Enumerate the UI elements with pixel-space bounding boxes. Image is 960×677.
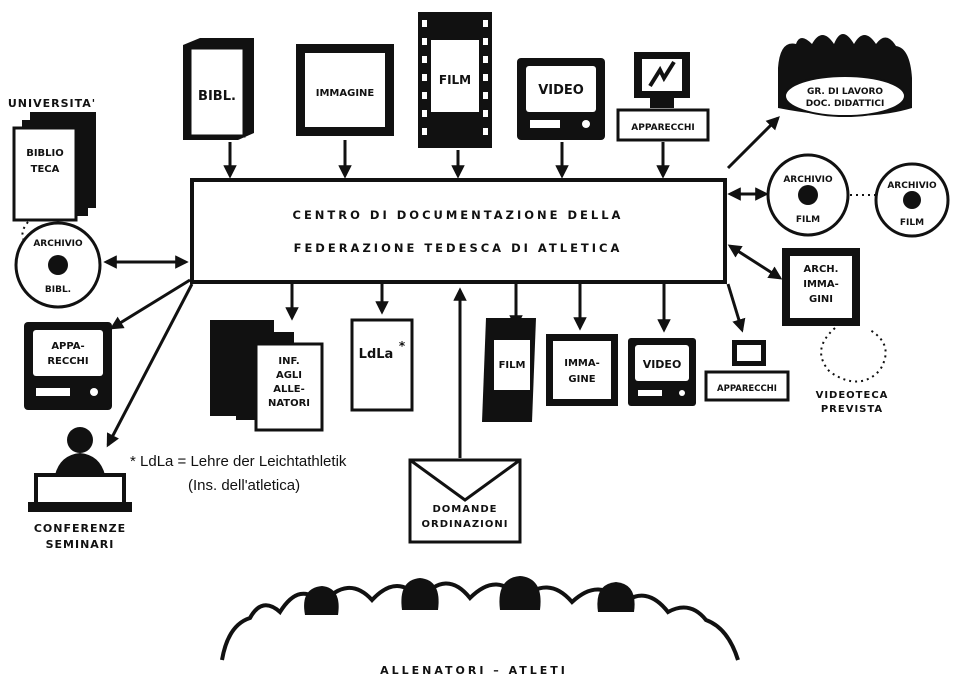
- ldla-label: LdLa: [359, 347, 394, 362]
- videoteca-label-2: PREVISTA: [821, 404, 883, 415]
- inf-label-1: INF.: [278, 356, 299, 367]
- output-apparecchi-label: APPARECCHI: [717, 384, 777, 394]
- videoteca-dotted-circle: [820, 327, 887, 383]
- ldla-star: *: [399, 339, 406, 353]
- gruppo-lavoro-label-1: GR. DI LAVORO: [807, 87, 883, 97]
- arch-immagini-label-2: IMMA-: [803, 279, 839, 290]
- video-label: VIDEO: [538, 83, 584, 98]
- apparecchi-label: APPARECCHI: [631, 123, 694, 133]
- gruppo-lavoro-crowd: GR. DI LAVORO DOC. DIDATTICI: [778, 34, 912, 117]
- arch-immagini-label-3: GINI: [809, 294, 833, 305]
- output-immagine-label-1: IMMA-: [564, 358, 600, 369]
- inf-label-3: ALLE-: [273, 384, 304, 395]
- conferenze-label-2: SEMINARI: [46, 538, 115, 551]
- archivio-film-label-4: FILM: [900, 218, 924, 228]
- footnote-line1: * LdLa = Lehre der Leichtathletik: [130, 453, 347, 470]
- central-box-line2: FEDERAZIONE TEDESCA DI ATLETICA: [294, 241, 623, 255]
- output-video-tv: VIDEO: [628, 338, 696, 406]
- footnote-line2: (Ins. dell'atletica): [188, 477, 300, 494]
- archivio-bibl-reel: ARCHIVIO BIBL.: [14, 221, 102, 309]
- allenatori-atleti-crowd: ALLENATORI – ATLETI: [220, 576, 740, 677]
- archivio-bibl-label-1: ARCHIVIO: [33, 239, 83, 249]
- conferenze-label-1: CONFERENZE: [34, 522, 126, 535]
- domande-label-2: ORDINAZIONI: [422, 519, 509, 530]
- inf-allenatori-books: INF. AGLI ALLE- NATORI: [210, 320, 324, 432]
- domande-envelope: DOMANDE ORDINAZIONI: [408, 458, 522, 544]
- output-arrows: [285, 283, 746, 458]
- immagine-frame: IMMAGINE: [296, 44, 394, 136]
- right-arrows: [726, 116, 783, 280]
- video-tv: VIDEO: [517, 58, 605, 140]
- apparecchi-computer: APPARECCHI: [616, 52, 710, 142]
- videoteca-label-1: VIDEOTECA: [816, 390, 889, 401]
- archivio-bibl-label-2: BIBL.: [45, 285, 71, 295]
- apparecchi-left-tv: APPA- RECCHI: [24, 322, 112, 410]
- universita-label: UNIVERSITA': [8, 97, 96, 110]
- central-box: CENTRO DI DOCUMENTAZIONE DELLA FEDERAZIO…: [190, 178, 727, 284]
- gruppo-lavoro-label-2: DOC. DIDATTICI: [806, 99, 885, 109]
- output-video-label: VIDEO: [643, 358, 682, 371]
- archivio-film-label-3: ARCHIVIO: [887, 181, 937, 191]
- archivio-film-reels: ARCHIVIO FILM ARCHIVIO FILM: [766, 153, 950, 238]
- bibl-book: BIBL.: [183, 38, 254, 140]
- film-strip: FILM: [418, 12, 492, 148]
- left-arrows: [103, 255, 194, 448]
- output-immagine-label-2: GINE: [568, 374, 595, 385]
- ldla-book: LdLa *: [350, 318, 414, 412]
- arch-immagini-frame: ARCH. IMMA- GINI: [782, 248, 860, 326]
- output-film-strip: FILM: [482, 318, 536, 422]
- archivio-film-label-2: FILM: [796, 215, 820, 225]
- film-label: FILM: [439, 73, 471, 87]
- inf-label-4: NATORI: [268, 398, 310, 409]
- output-apparecchi-computer: APPARECCHI: [704, 340, 790, 402]
- immagine-label: IMMAGINE: [316, 88, 375, 99]
- bibl-label: BIBL.: [198, 89, 236, 104]
- biblioteca-label-1: BIBLIO: [26, 148, 64, 159]
- allenatori-atleti-label: ALLENATORI – ATLETI: [380, 664, 568, 677]
- apparecchi-left-label-1: APPA-: [51, 341, 84, 352]
- output-immagine-frame: IMMA- GINE: [546, 334, 618, 406]
- inf-label-2: AGLI: [276, 370, 302, 381]
- archivio-film-label-1: ARCHIVIO: [783, 175, 833, 185]
- biblioteca-label-2: TECA: [31, 164, 60, 175]
- biblioteca-books: BIBLIO TECA: [12, 112, 96, 222]
- arch-immagini-label-1: ARCH.: [804, 264, 839, 275]
- conferenze-lectern: CONFERENZE SEMINARI: [28, 427, 132, 551]
- source-arrows: [223, 140, 670, 179]
- apparecchi-left-label-2: RECCHI: [47, 356, 88, 367]
- domande-label-1: DOMANDE: [433, 504, 498, 515]
- output-film-label: FILM: [499, 360, 526, 371]
- central-box-line1: CENTRO DI DOCUMENTAZIONE DELLA: [293, 208, 624, 222]
